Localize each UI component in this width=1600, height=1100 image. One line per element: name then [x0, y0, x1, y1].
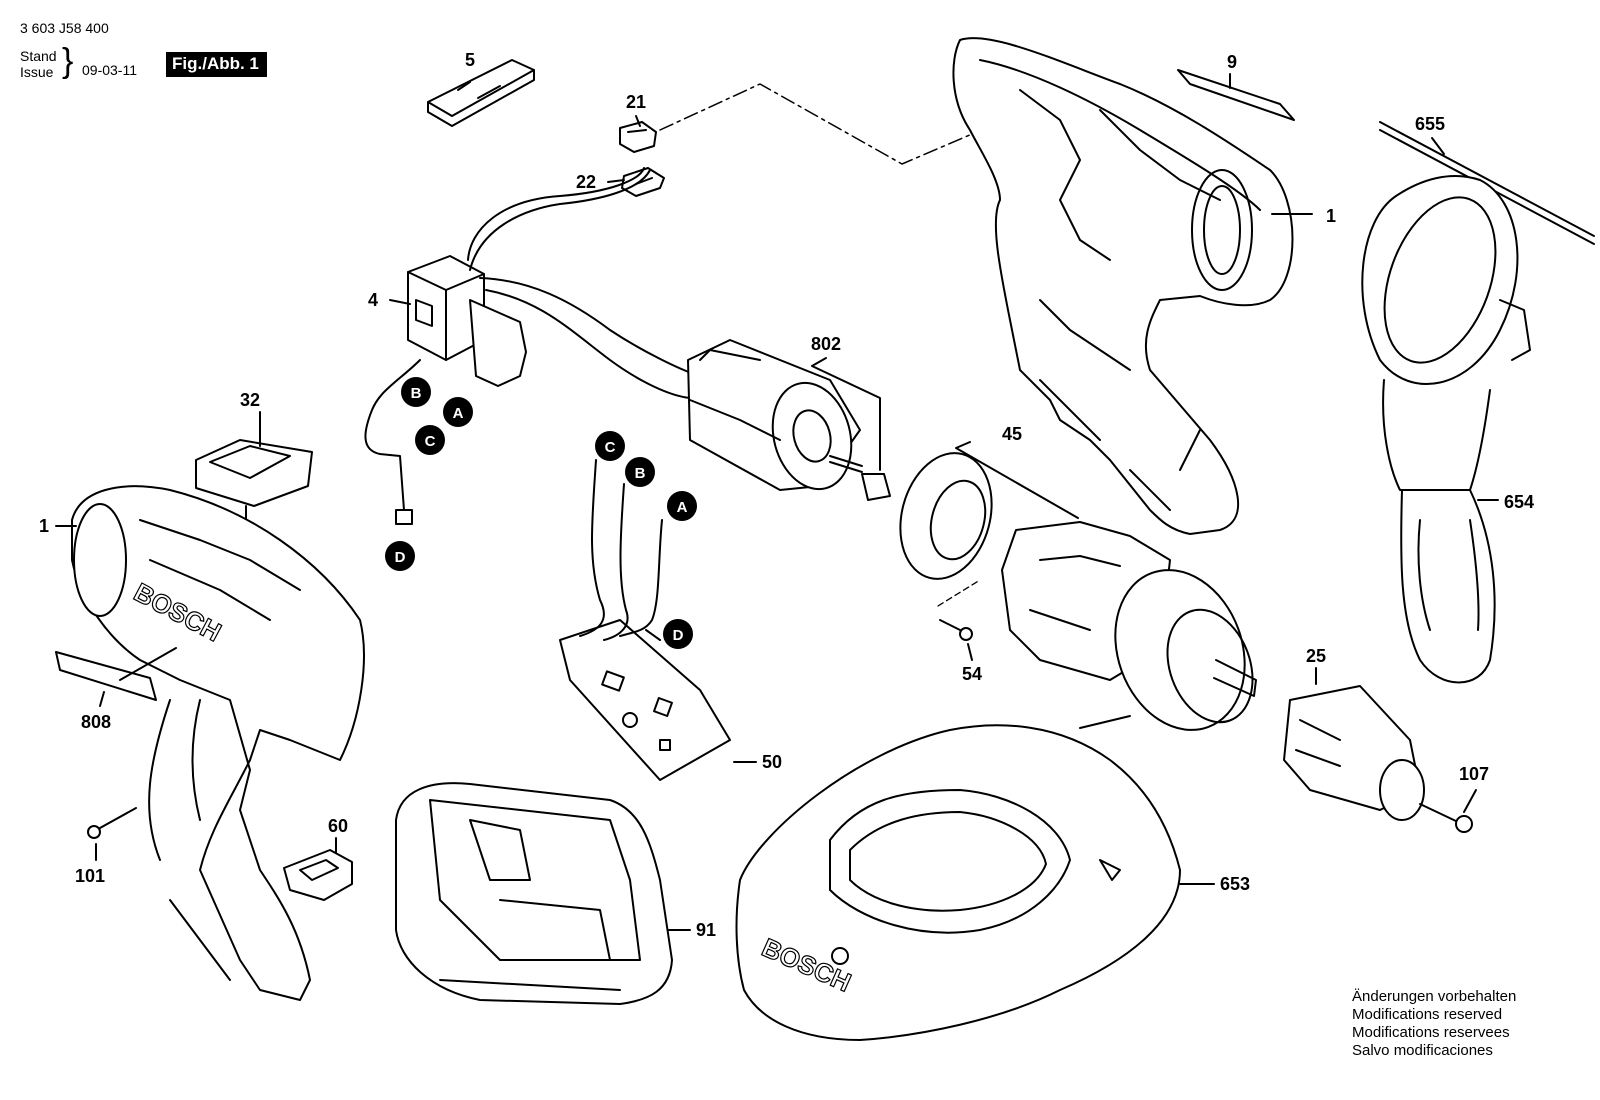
connector-a-switch-label: A: [453, 405, 464, 422]
part-802-motor: [687, 339, 891, 501]
note-es: Salvo modificaciones: [1352, 1042, 1493, 1059]
label-part-808: 808: [81, 712, 111, 732]
label-part-802: 802: [811, 334, 841, 354]
part-4-switch: [364, 167, 701, 525]
connector-a-board-label: A: [677, 499, 688, 516]
connector-a-board: A: [667, 491, 697, 521]
label-part-32: 32: [240, 390, 260, 410]
label-part-107: 107: [1459, 764, 1489, 784]
label-part-1-handle: 1: [1326, 206, 1336, 226]
part-54-screw: [937, 579, 981, 641]
part-60-button: [283, 849, 353, 901]
connector-d-switch: D: [385, 541, 415, 571]
part-653-charger: [735, 715, 1181, 1041]
part-808-label: [55, 647, 177, 701]
connector-c-switch: C: [415, 425, 445, 455]
label-part-50: 50: [762, 752, 782, 772]
part-91-battery-pack: [395, 782, 673, 1005]
figure-tag: Fig./Abb. 1: [166, 52, 267, 77]
part-1-handle-half: [952, 37, 1294, 535]
note-de: Änderungen vorbehalten: [1352, 988, 1517, 1005]
label-part-60: 60: [328, 816, 348, 836]
part-107-screw: [1419, 803, 1473, 833]
issue-date: 09-03-11: [82, 62, 138, 78]
connector-d-board: D: [663, 619, 693, 649]
label-part-653: 653: [1220, 874, 1250, 894]
part-22-clip: [621, 167, 665, 197]
note-fr: Modifications reservees: [1352, 1024, 1510, 1041]
connector-d-board-label: D: [673, 627, 684, 644]
connector-a-switch: A: [443, 397, 473, 427]
connector-b-board: B: [625, 457, 655, 487]
stand-label: Stand: [20, 48, 57, 64]
part-5-cover: [427, 59, 535, 127]
drawing-part-number: 3 603 J58 400: [20, 20, 109, 36]
label-part-654: 654: [1504, 492, 1534, 512]
label-part-91: 91: [696, 920, 716, 940]
part-101-screw: [87, 807, 137, 839]
connector-b-board-label: B: [635, 465, 646, 482]
label-part-4: 4: [368, 290, 378, 310]
part-654-auxiliary-handle: [1361, 175, 1531, 684]
part-32-battery-latch: [195, 439, 313, 561]
connector-c-board-label: C: [605, 439, 616, 456]
label-part-21: 21: [626, 92, 646, 112]
label-part-45: 45: [1002, 424, 1022, 444]
label-part-9: 9: [1227, 52, 1237, 72]
part-1-motor-housing: [71, 485, 365, 1001]
label-part-22: 22: [576, 172, 596, 192]
connector-c-switch-label: C: [425, 433, 436, 450]
modification-notes: Änderungen vorbehalten Modifications res…: [1352, 988, 1516, 1060]
connector-c-board: C: [595, 431, 625, 461]
part-25-chuck: [1283, 685, 1425, 821]
connector-b-switch-label: B: [411, 385, 422, 402]
issue-label: Issue: [20, 64, 54, 80]
part-9-label-strip: [1177, 69, 1295, 121]
connector-b-switch: B: [401, 377, 431, 407]
part-45-gearbox: [899, 452, 1257, 731]
stand-issue-label: Stand Issue: [20, 48, 57, 80]
part-21-lock: [619, 121, 657, 153]
label-part-5: 5: [465, 50, 475, 70]
brace-glyph: }: [62, 42, 74, 80]
label-part-101: 101: [75, 866, 105, 886]
part-50-circuit-board: [559, 459, 731, 781]
label-part-54: 54: [962, 664, 982, 684]
note-en: Modifications reserved: [1352, 1006, 1503, 1023]
label-part-655: 655: [1415, 114, 1445, 134]
connector-d-switch-label: D: [395, 549, 406, 566]
label-part-25: 25: [1306, 646, 1326, 666]
label-part-1-housing: 1: [39, 516, 49, 536]
